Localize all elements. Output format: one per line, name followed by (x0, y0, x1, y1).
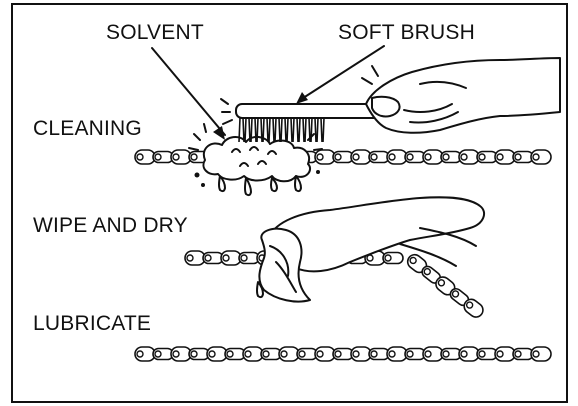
bristle (303, 118, 304, 142)
chain-pin (353, 351, 359, 357)
hand-holding-brush (362, 58, 560, 133)
chain-pin (353, 154, 359, 160)
chain-pin (299, 351, 305, 357)
label-soft-brush: SOFT BRUSH (338, 21, 475, 44)
chain-pin (389, 154, 395, 160)
chain-pin (371, 351, 377, 357)
chain-pin (335, 154, 341, 160)
bristle (245, 118, 246, 142)
chain-pin (281, 351, 287, 357)
bristle (267, 118, 268, 142)
bristle (243, 118, 244, 142)
chain-pin (209, 351, 215, 357)
bristle (309, 118, 310, 142)
chain-pin (533, 154, 539, 160)
chain-pin (389, 351, 395, 357)
chain-pin (497, 351, 503, 357)
chain-pin (443, 351, 449, 357)
bristle (273, 118, 274, 142)
chain-pin (263, 351, 269, 357)
bristle (287, 118, 288, 142)
bristle (263, 118, 264, 142)
chain-pin (407, 154, 413, 160)
bristle (285, 118, 286, 142)
bristle (255, 118, 256, 142)
chain-pin (137, 351, 143, 357)
chain-pin (461, 154, 467, 160)
chain-pin (241, 255, 247, 261)
bristle (321, 118, 322, 142)
chain-pin (425, 154, 431, 160)
bristle (239, 118, 240, 142)
chain-pin (515, 154, 521, 160)
bristle (269, 118, 270, 142)
bristle (275, 118, 276, 142)
label-wipe-and-dry: WIPE AND DRY (33, 214, 188, 237)
bristle (257, 118, 258, 142)
bristle (251, 118, 252, 142)
chain-pin (191, 351, 197, 357)
chain-pin (187, 255, 193, 261)
bristle (315, 118, 316, 142)
bristle (317, 118, 318, 142)
bristle (281, 118, 282, 142)
label-solvent: SOLVENT (106, 21, 204, 44)
chain-cleaning (135, 150, 551, 164)
bristle (291, 118, 292, 142)
chain-pin (371, 154, 377, 160)
bristle (299, 118, 300, 142)
bristle (305, 118, 306, 142)
chain-lubricate (135, 347, 551, 361)
chain-pin (317, 351, 323, 357)
chain-pin (205, 255, 211, 261)
bristle (293, 118, 294, 142)
chain-pin (173, 351, 179, 357)
chain-pin (533, 351, 539, 357)
solvent-arrowhead (213, 126, 225, 140)
label-cleaning: CLEANING (33, 117, 142, 140)
label-lubricate: LUBRICATE (33, 312, 151, 335)
chain-pin (191, 154, 197, 160)
chain-pin (479, 351, 485, 357)
chain-pin (335, 351, 341, 357)
bristle (249, 118, 250, 142)
chain-pin (385, 255, 391, 261)
chain-pin (245, 351, 251, 357)
chain-pin (497, 154, 503, 160)
bristle (311, 118, 312, 142)
soft-brush-illustration (221, 99, 386, 142)
chain-pin (515, 351, 521, 357)
chain-pin (155, 154, 161, 160)
bristle (297, 118, 298, 142)
chain-pin (407, 351, 413, 357)
chain-wipe-drooping (405, 252, 486, 320)
chain-pin (137, 154, 143, 160)
chain-pin (223, 255, 229, 261)
soft-brush-arrowhead (296, 92, 308, 104)
chain-pin (425, 351, 431, 357)
chain-pin (443, 154, 449, 160)
chain-pin (173, 154, 179, 160)
bristle (279, 118, 280, 142)
chain-pin (227, 351, 233, 357)
chain-pin (317, 154, 323, 160)
bristle (261, 118, 262, 142)
solvent-leader-line (152, 48, 225, 135)
chain-pin (155, 351, 161, 357)
bristle (323, 118, 324, 142)
soft-brush-leader-line (300, 46, 384, 100)
brush-bristles (239, 118, 324, 142)
chain-pin (479, 154, 485, 160)
chain-pin (461, 351, 467, 357)
